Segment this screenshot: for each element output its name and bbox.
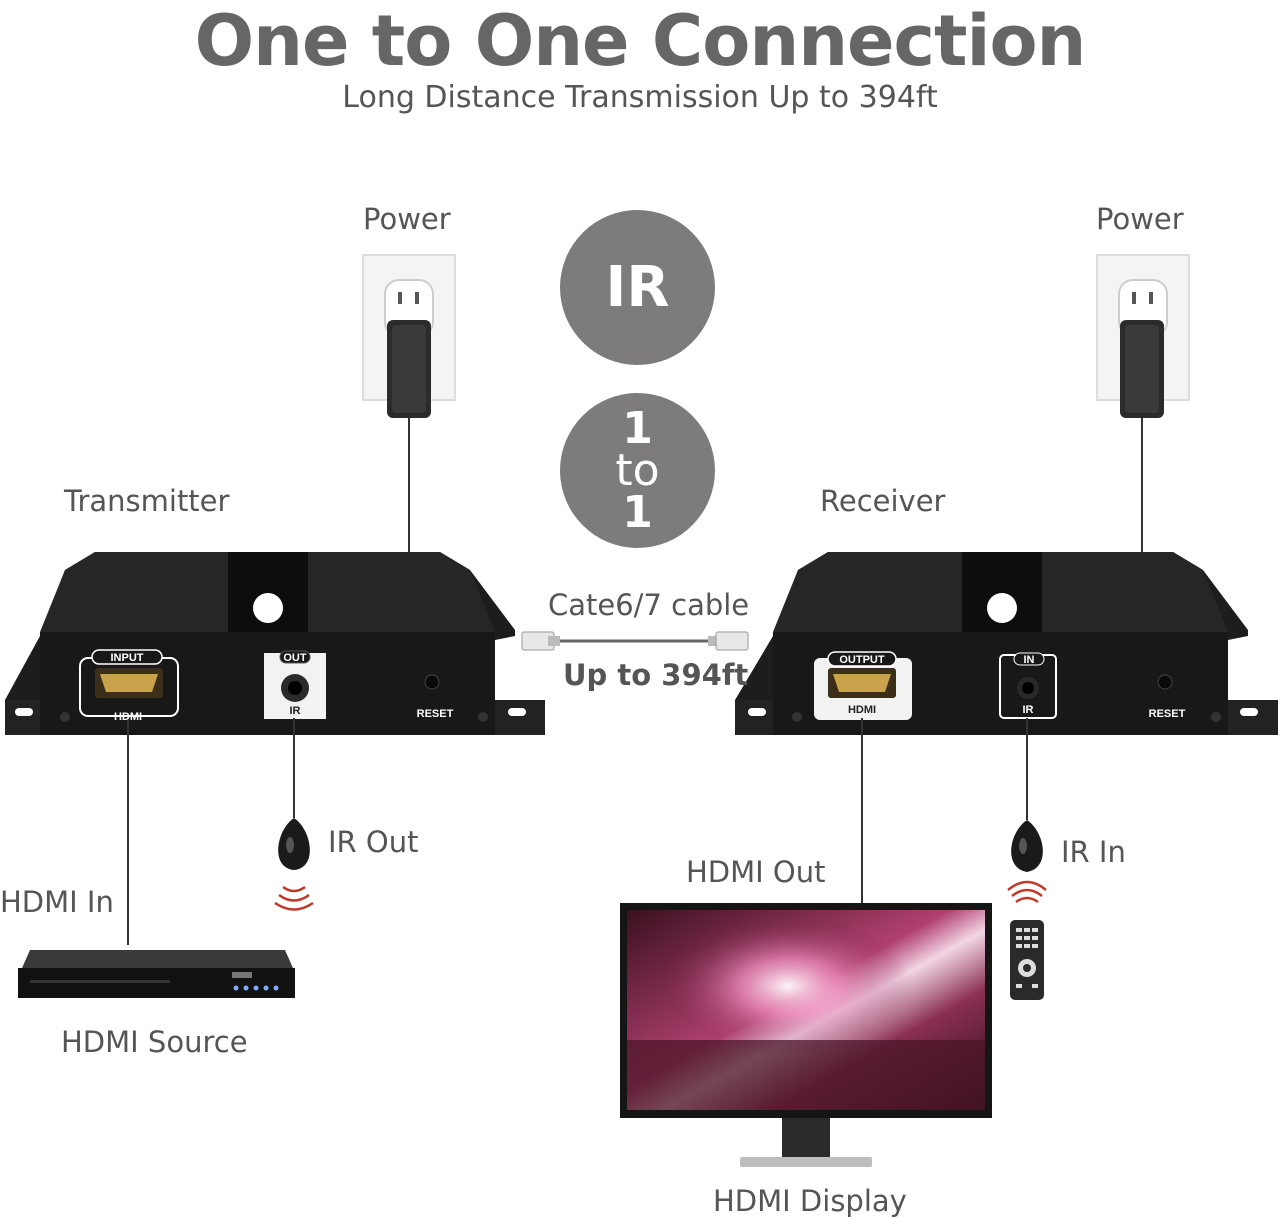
transmitter-box	[5, 552, 545, 735]
tx-hdmi-bottom-label: HDMI	[114, 711, 142, 723]
left-power-adapter	[387, 320, 431, 418]
receiver-box	[735, 552, 1278, 735]
ir-badge-text: IR	[605, 255, 670, 320]
cable-label: Cate6/7 cable	[548, 588, 750, 622]
ir-out-label: IR Out	[328, 825, 419, 859]
badge-line-2: to	[615, 444, 660, 496]
badge-line-3: 1	[622, 486, 653, 538]
tx-hdmi-top-label: INPUT	[111, 652, 144, 664]
receiver-label: Receiver	[820, 484, 946, 518]
hdmi-display-label: HDMI Display	[713, 1184, 907, 1218]
transmitter-label: Transmitter	[64, 484, 230, 518]
rx-ir-top-label: IN	[1024, 654, 1035, 666]
hdmi-source-label: HDMI Source	[61, 1025, 248, 1059]
power-left-label: Power	[363, 202, 451, 236]
remote-control-icon	[1010, 920, 1044, 1000]
receiver-port-labels: OUTPUT HDMI IN IR RESET	[827, 651, 1186, 720]
ir-receiver	[1007, 820, 1047, 904]
one-to-one-badge: 1 to 1	[560, 393, 715, 548]
rx-hdmi-bottom-label: HDMI	[848, 704, 876, 716]
tx-reset-label: RESET	[417, 708, 454, 720]
cat-cable	[521, 631, 749, 651]
tx-ir-bottom-label: IR	[290, 705, 301, 717]
ir-badge: IR	[560, 210, 715, 365]
badge-line-1: 1	[622, 402, 653, 454]
hdmi-out-label: HDMI Out	[686, 855, 826, 889]
page-title: One to One Connection	[194, 0, 1087, 82]
rx-hdmi-top-label: OUTPUT	[839, 654, 885, 666]
distance-label: Up to 394ft	[563, 658, 749, 692]
rx-ir-bottom-label: IR	[1023, 704, 1034, 716]
dvd-player	[18, 950, 295, 998]
tx-ir-top-label: OUT	[283, 652, 307, 664]
monitor	[620, 903, 992, 1167]
power-right-label: Power	[1096, 202, 1184, 236]
transmitter-port-labels: INPUT HDMI OUT IR RESET	[91, 649, 454, 723]
ir-emitter	[274, 818, 314, 911]
page-subtitle: Long Distance Transmission Up to 394ft	[342, 80, 938, 115]
ir-in-label: IR In	[1061, 835, 1126, 869]
rx-reset-label: RESET	[1149, 708, 1186, 720]
right-power-adapter	[1120, 320, 1164, 418]
hdmi-in-label: HDMI In	[0, 885, 114, 919]
